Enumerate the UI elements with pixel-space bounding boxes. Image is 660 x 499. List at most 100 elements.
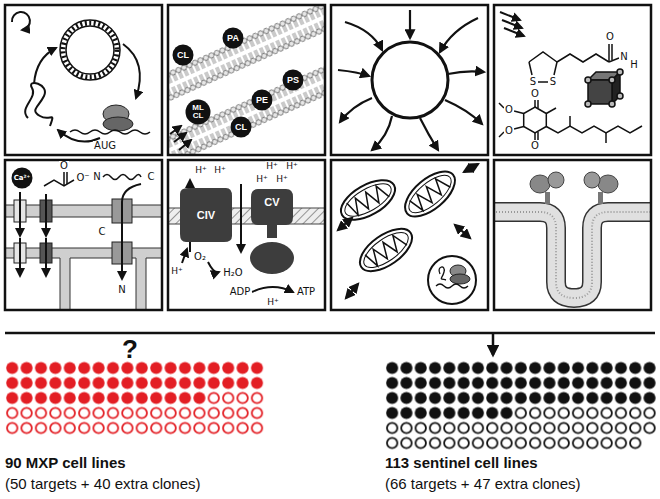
sentinel-dot-grid <box>385 406 514 421</box>
cofactor-structures <box>529 62 532 75</box>
complex-shape <box>180 188 232 242</box>
circle-shape <box>252 90 273 111</box>
oxphos-icon <box>168 180 325 292</box>
chemistry-label: H⁺ <box>266 298 280 307</box>
node-label-group: CL <box>177 51 189 60</box>
atom-label: H <box>629 60 639 70</box>
group-caption: (66 targets + 47 extra clones) <box>385 476 581 491</box>
chemistry-label: H⁺ <box>255 175 269 184</box>
membrane-transport-icon <box>44 172 74 186</box>
sentinel-dot-grid <box>385 421 657 436</box>
mitochondria-dynamics-icon <box>455 225 470 238</box>
gene-expression-icon <box>70 130 150 134</box>
atom-label: C <box>98 227 107 237</box>
atom-label: O <box>605 32 615 42</box>
chemistry-label: H⁺ <box>213 166 227 175</box>
cristae-icon <box>545 192 550 204</box>
cofactor-structures <box>585 101 591 107</box>
mitochondria-dynamics-icon <box>340 177 396 222</box>
mitochondria-dynamics-icon <box>335 172 402 228</box>
mitochondria-dynamics-icon <box>450 274 470 284</box>
chemistry-label: H⁺ <box>170 267 184 276</box>
node-text: PA <box>227 34 239 43</box>
cofactor-structures <box>617 69 623 75</box>
node-text: CV <box>264 197 279 208</box>
cofactor-structures <box>534 100 536 107</box>
cofactor-structures <box>585 77 591 83</box>
lipid-circle: PS <box>282 69 304 91</box>
complex-shape <box>251 189 293 225</box>
mitochondria-dynamics-icon <box>335 163 478 304</box>
atom-label: S <box>529 77 537 87</box>
membrane-transport-icon <box>19 238 21 276</box>
mitochondria-dynamics-icon <box>358 226 413 274</box>
atom-label: N <box>117 285 126 295</box>
membrane-transport-icon <box>122 184 141 279</box>
cofactor-structures <box>504 28 524 36</box>
atom-label: O <box>504 126 514 136</box>
cofactor-structures <box>609 101 615 107</box>
node-text: PS <box>287 76 299 85</box>
mxp-dot-grid <box>5 361 264 436</box>
cofactor-structures <box>608 44 610 62</box>
membrane-transport-icon <box>45 194 47 236</box>
cristae-icon <box>494 172 651 298</box>
atom-label: O⁻ <box>75 173 90 183</box>
membrane-transport-icon <box>45 238 47 276</box>
gene-expression-icon <box>63 23 117 77</box>
mitochondria-dynamics-icon <box>397 163 462 225</box>
gene-expression-icon <box>66 26 114 74</box>
lipid-bilayer-icon <box>168 5 325 155</box>
membrane-transport-icon <box>5 172 162 310</box>
mitochondria-dynamics-icon <box>397 163 462 225</box>
node-label-group: CL <box>235 123 247 132</box>
transport-icon <box>372 42 448 118</box>
group-caption: 113 sentinel cell lines <box>385 455 538 470</box>
mxp-dot-grid <box>5 406 264 436</box>
cofactor-structures <box>569 116 571 126</box>
membrane-transport-icon <box>5 248 162 310</box>
mitochondria-dynamics-icon <box>338 164 478 298</box>
lipid-bilayer-icon <box>174 133 186 142</box>
circle-shape <box>223 28 244 49</box>
circle-shape <box>231 117 252 138</box>
atom-label: O <box>530 89 540 99</box>
node-label-group: ML CL <box>190 104 206 120</box>
chemistry-label: ADP <box>229 287 252 297</box>
cofactor-structures <box>514 127 524 130</box>
lipid-bilayer-icon <box>170 126 191 150</box>
circle-shape <box>186 100 211 125</box>
group-caption: (50 targets + 40 extra clones) <box>5 476 201 491</box>
lipid-bilayer-icon <box>179 140 191 150</box>
cofactor-structures <box>524 107 547 133</box>
divider <box>5 332 655 335</box>
chemistry-label: H⁺ <box>194 166 208 175</box>
gene-expression-icon <box>25 83 52 126</box>
atom-label: O <box>59 161 69 171</box>
lipid-bilayer-icon <box>170 126 181 134</box>
membrane-transport-icon <box>5 205 162 217</box>
cofactor-structures <box>500 12 520 20</box>
gene-expression-icon <box>103 117 133 131</box>
cristae-icon <box>494 212 651 298</box>
panel-frame <box>494 5 651 155</box>
panel-frame <box>5 160 162 310</box>
mitochondria-dynamics-icon <box>428 256 476 304</box>
mitochondria-dynamics-icon <box>338 218 352 230</box>
transport-icon <box>338 70 369 76</box>
transport-icon <box>340 98 372 122</box>
chemistry-label: H₂O <box>222 268 243 278</box>
circle-shape <box>12 168 33 189</box>
panel-frame <box>5 5 651 310</box>
cristae-icon <box>598 192 603 204</box>
node-label-group: PS <box>287 76 299 85</box>
node-label-group: Ca²⁺ <box>14 175 31 182</box>
mxp-dot-grid <box>5 361 264 391</box>
complex-shape <box>267 224 277 238</box>
group-caption: 90 MXP cell lines <box>5 455 126 470</box>
cofactor-structures <box>537 100 539 108</box>
cristae-icon <box>494 212 651 298</box>
atom-label: S <box>549 77 557 87</box>
